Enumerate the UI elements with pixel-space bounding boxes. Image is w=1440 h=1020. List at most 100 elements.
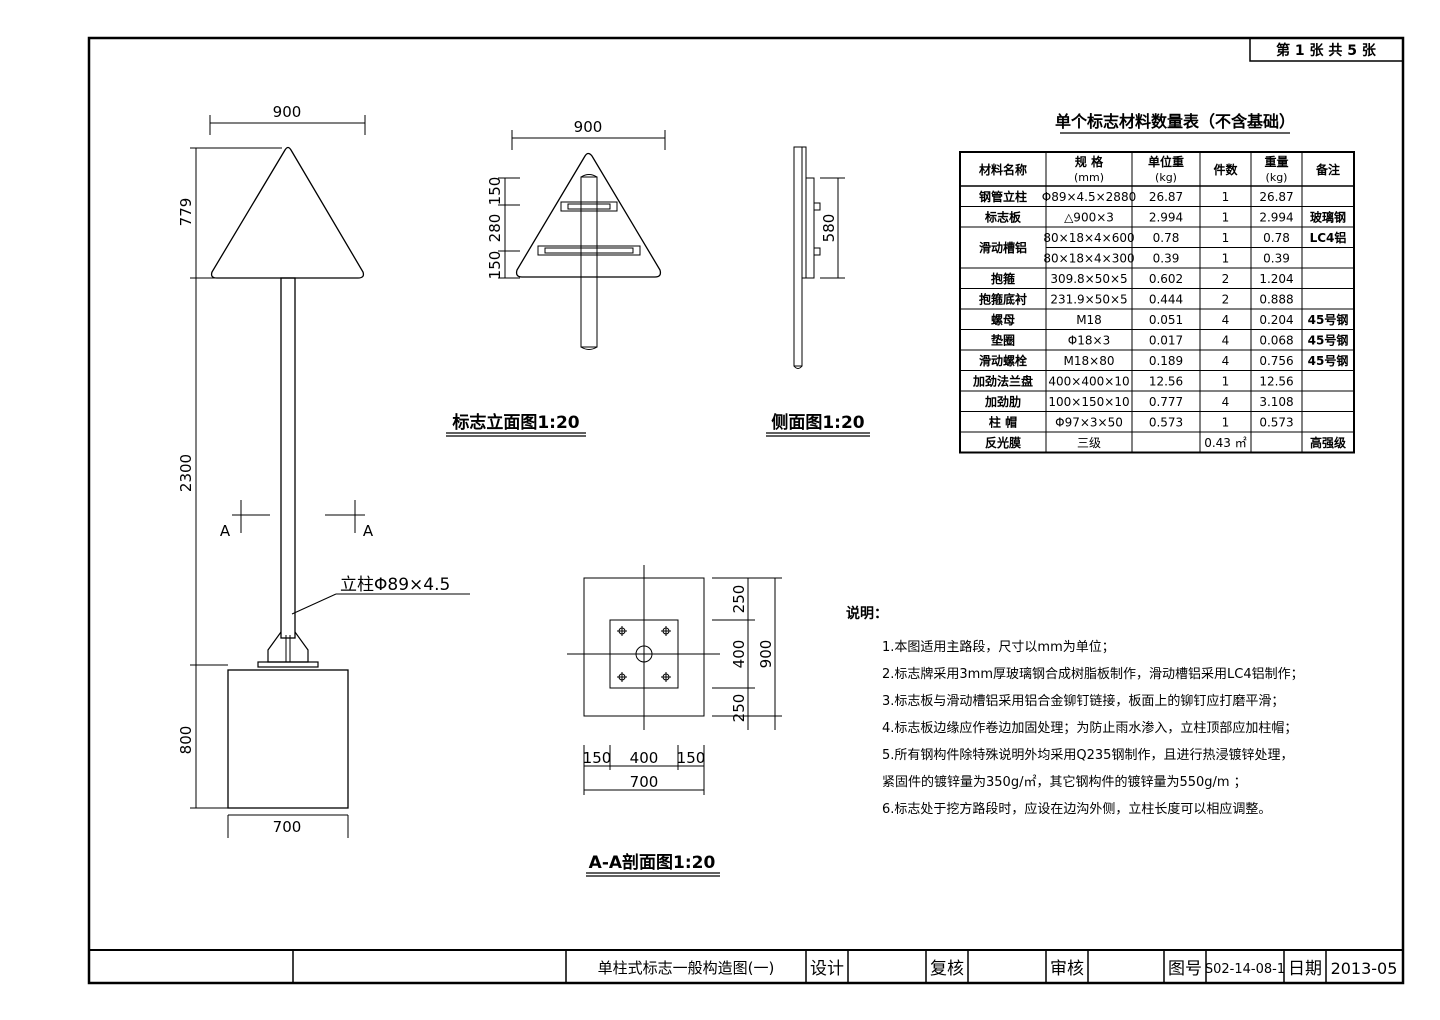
table-cell-r6-c4: 0.204 <box>1259 313 1293 327</box>
table-cell-r8-c5: 45号钢 <box>1308 353 1349 368</box>
table-cell-r1-c2: 2.994 <box>1149 210 1183 224</box>
table-header-unit-1: (mm) <box>1074 171 1104 184</box>
side-post <box>793 146 803 367</box>
table-cell-r7-c3: 4 <box>1222 333 1230 347</box>
title-drawing-name: 单柱式标志一般构造图(一) <box>598 959 775 977</box>
table-cell-r2-c3: 1 <box>1222 231 1230 245</box>
sign-panel-front <box>515 152 662 278</box>
table-header-0: 材料名称 <box>978 162 1027 177</box>
material-table-title: 单个标志材料数量表（不含基础） <box>1055 112 1295 131</box>
table-header-2: 单位重 <box>1148 154 1184 169</box>
section-title-group: A-A剖面图1:20 <box>586 852 720 877</box>
table-header-unit-4: (kg) <box>1266 171 1288 184</box>
note-line-3: 3.标志板与滑动槽铝采用铝合金铆钉链接，板面上的铆钉应打磨平滑； <box>882 693 1284 709</box>
table-cell-r11-c2: 0.573 <box>1149 415 1183 429</box>
section-view <box>567 565 782 795</box>
table-cell-r1-c4: 2.994 <box>1259 210 1293 224</box>
side-view-title: 侧面图1:20 <box>771 412 864 433</box>
table-header-4: 重量 <box>1264 154 1288 169</box>
table-cell-r4-c1: 309.8×50×5 <box>1050 272 1127 286</box>
table-cell-r3-c2: 0.39 <box>1153 251 1180 265</box>
title-design-label: 设计 <box>810 959 844 979</box>
elevation-view-title: 标志立面图1:20 <box>452 412 579 433</box>
note-line-4: 4.标志板边缘应作卷边加固处理；为防止雨水渗入，立柱顶部应加柱帽； <box>882 720 1297 736</box>
table-cell-r6-c5: 45号钢 <box>1308 312 1349 327</box>
table-cell-r5-c4: 0.888 <box>1259 292 1293 306</box>
elevation-title-group: 标志立面图1:20 <box>446 412 586 437</box>
table-cell-r3-c4: 0.39 <box>1263 251 1290 265</box>
section-mark-right: A <box>363 522 374 540</box>
elevation-view <box>190 115 470 838</box>
elevation-dim-base-height: 800 <box>177 726 195 755</box>
elevation-dim-sign-height: 779 <box>177 198 195 227</box>
table-cell-r8-c0: 滑动螺栓 <box>979 353 1027 368</box>
section-dim-400-h: 400 <box>630 749 659 767</box>
table-cell-r9-c1: 400×400×10 <box>1048 374 1129 388</box>
table-cell-r11-c4: 0.573 <box>1259 415 1293 429</box>
table-cell-r12-c5: 高强级 <box>1310 435 1346 450</box>
table-cell-r5-c0: 抱箍底衬 <box>979 291 1027 306</box>
table-cell-r5-c2: 0.444 <box>1149 292 1183 306</box>
note-line-7: 6.标志处于挖方路段时，应设在边沟外侧，立柱长度可以相应调整。 <box>882 801 1271 817</box>
table-cell-r10-c0: 加劲肋 <box>984 394 1021 409</box>
concrete-foundation <box>227 669 349 809</box>
side-title-group: 侧面图1:20 <box>766 412 870 437</box>
notes: 说明： 1.本图适用主路段，尺寸以mm为单位； 2.标志牌采用3mm厚玻璃钢合成… <box>846 605 1304 817</box>
title-block <box>89 949 1403 983</box>
title-review-label: 复核 <box>930 959 964 979</box>
table-cell-r10-c3: 4 <box>1222 395 1230 409</box>
post-spec-label: 立柱Φ89×4.5 <box>340 575 450 595</box>
table-header-1: 规 格 <box>1075 154 1104 169</box>
section-dim-150-left: 150 <box>583 749 612 767</box>
table-cell-r7-c5: 45号钢 <box>1308 332 1349 347</box>
section-dim-250-top: 250 <box>730 585 748 614</box>
table-cell-r1-c3: 1 <box>1222 210 1230 224</box>
triangular-sign-panel <box>210 146 365 279</box>
sheet-counter-label: 第 1 张 共 5 张 <box>1276 42 1377 59</box>
table-cell-r6-c1: M18 <box>1076 313 1102 327</box>
section-dim-700: 700 <box>630 773 659 791</box>
table-cell-r7-c2: 0.017 <box>1149 333 1183 347</box>
sign-side-view <box>793 146 845 369</box>
table-cell-r1-c1: △900×3 <box>1064 210 1114 224</box>
table-cell-r2-c1: 80×18×4×600 <box>1043 231 1134 245</box>
title-drawing-no-label: 图号 <box>1168 959 1202 979</box>
table-cell-r0-c1: Φ89×4.5×2880 <box>1042 190 1136 204</box>
sliding-channel-upper <box>560 201 618 212</box>
section-dim-150-right: 150 <box>677 749 706 767</box>
table-cell-r8-c2: 0.189 <box>1149 354 1183 368</box>
table-cell-r2-c0: 滑动槽铝 <box>979 240 1027 255</box>
table-cell-r10-c1: 100×150×10 <box>1048 395 1129 409</box>
table-cell-r8-c3: 4 <box>1222 354 1230 368</box>
table-header-3: 件数 <box>1213 162 1238 177</box>
front-dim-150-top: 150 <box>486 177 504 206</box>
front-dim-150-bottom: 150 <box>486 251 504 280</box>
table-cell-r10-c4: 3.108 <box>1259 395 1293 409</box>
note-line-2: 2.标志牌采用3mm厚玻璃钢合成树脂板制作，滑动槽铝采用LC4铝制作； <box>882 666 1304 682</box>
section-mark-left: A <box>220 522 231 540</box>
title-drawing-no: S02-14-08-1 <box>1205 962 1285 977</box>
material-table-title-group: 单个标志材料数量表（不含基础） <box>1055 112 1295 134</box>
table-cell-r2-c4: 0.78 <box>1263 231 1290 245</box>
side-dim-580: 580 <box>820 214 838 243</box>
table-cell-r12-c0: 反光膜 <box>985 435 1021 450</box>
table-cell-r7-c0: 垫圈 <box>991 332 1015 347</box>
front-dim-width: 900 <box>574 118 603 136</box>
table-cell-r4-c4: 1.204 <box>1259 272 1293 286</box>
title-date-label: 日期 <box>1288 959 1322 979</box>
title-date: 2013-05 <box>1331 959 1398 978</box>
table-cell-r8-c1: M18×80 <box>1064 354 1115 368</box>
table-cell-r0-c3: 1 <box>1222 190 1230 204</box>
table-cell-r9-c4: 12.56 <box>1259 374 1293 388</box>
notes-heading: 说明： <box>846 605 888 622</box>
table-cell-r11-c1: Φ97×3×50 <box>1055 415 1123 429</box>
table-cell-r4-c3: 2 <box>1222 272 1230 286</box>
drawing-frame <box>87 36 1405 985</box>
table-cell-r12-c1: 三级 <box>1077 436 1101 450</box>
elevation-dim-post-height: 2300 <box>177 454 195 492</box>
table-cell-r11-c0: 柱 帽 <box>989 414 1017 429</box>
sliding-channel-lower <box>537 245 641 256</box>
title-approve-label: 审核 <box>1050 959 1084 979</box>
post-section-circle <box>635 645 653 663</box>
